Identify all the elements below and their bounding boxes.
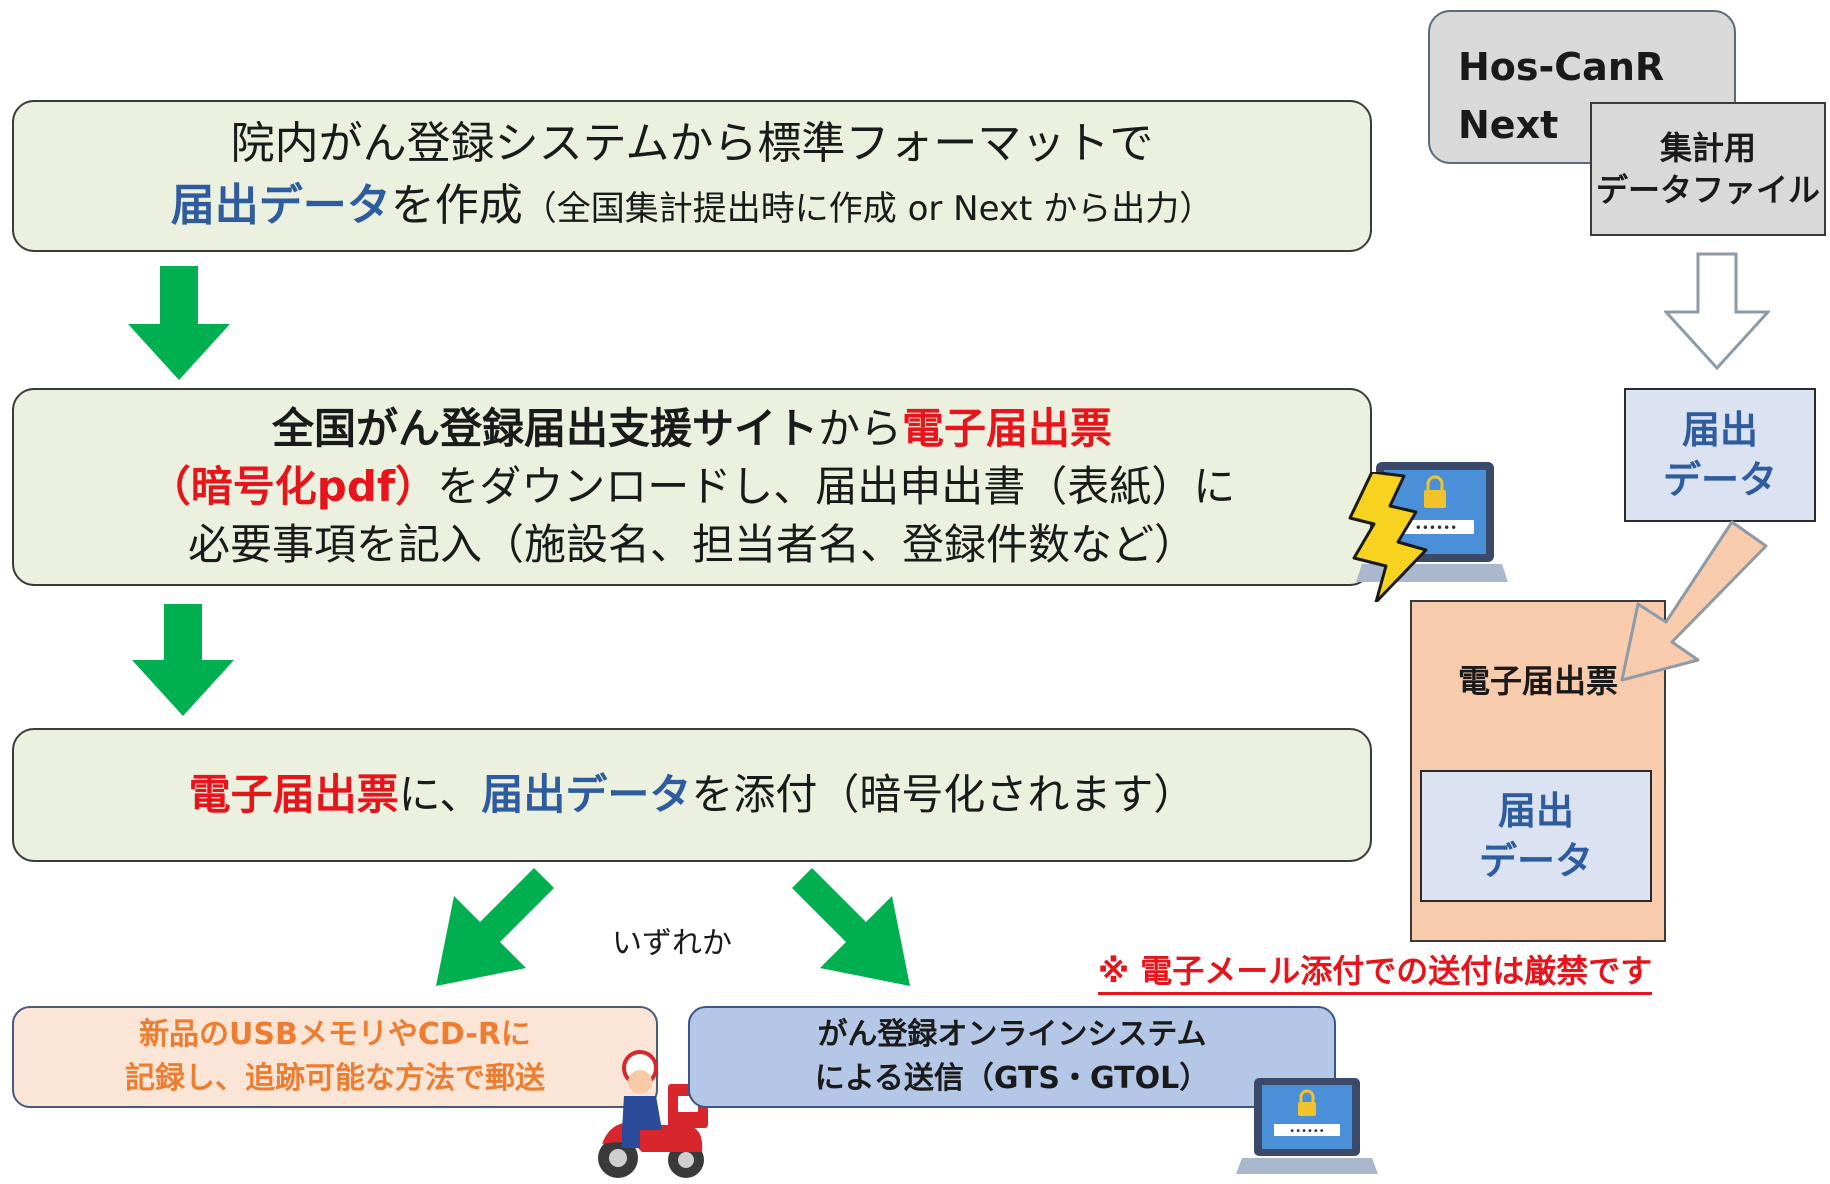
step-2-download-text: をダウンロードし、届出申出書（表紙）に	[437, 462, 1236, 511]
aggregation-data-file-box: 集計用 データファイル	[1590, 102, 1826, 236]
hos-canr-line-1: Hos-CanR	[1458, 45, 1665, 89]
down-arrow-outline-icon	[1664, 252, 1770, 370]
option-online-line-1: がん登録オンラインシステム	[817, 1017, 1207, 1052]
step-3-attach-text: を添付（暗号化されます）	[691, 770, 1196, 819]
hos-canr-box: Hos-CanR Next	[1428, 10, 1736, 164]
step-3-text: に、	[398, 770, 482, 819]
data-box-line-1: 届出	[1681, 408, 1758, 452]
mail-delivery-scooter-icon	[598, 1050, 708, 1178]
email-prohibited-warning: ※ 電子メール添付での送付は厳禁です	[1098, 946, 1653, 995]
electronic-form-emphasis: 電子届出票	[188, 770, 399, 819]
electronic-form-label: 電子届出票	[1457, 662, 1618, 700]
svg-text:••••••: ••••••	[1415, 521, 1457, 535]
option-online-box: がん登録オンラインシステム による送信（GTS・GTOL）	[688, 1006, 1336, 1108]
option-mail-line-2: 記録し、追跡可能な方法で郵送	[125, 1061, 545, 1096]
aggregation-file-line-2: データファイル	[1595, 171, 1820, 209]
hos-canr-line-2: Next	[1458, 103, 1559, 147]
step-1-box: 院内がん登録システムから標準フォーマットで 届出データを作成（全国集計提出時に作…	[12, 100, 1372, 252]
down-arrow-icon	[132, 604, 234, 716]
encrypted-pdf-emphasis: （暗号化pdf）	[148, 462, 438, 511]
data-box-line-2: データ	[1662, 458, 1777, 502]
step-1-line-2: 届出データを作成（全国集計提出時に作成 or Next から出力）	[171, 175, 1213, 240]
step-3-line: 電子届出票に、届出データを添付（暗号化されます）	[189, 766, 1196, 824]
electronic-form-emphasis: 電子届出票	[902, 404, 1113, 453]
down-arrow-icon	[128, 266, 230, 380]
attached-data-line-2: データ	[1478, 839, 1593, 883]
step-3-box: 電子届出票に、届出データを添付（暗号化されます）	[12, 728, 1372, 862]
down-left-arrow-icon	[436, 868, 554, 986]
electronic-form-box: 電子届出票 届出 データ	[1410, 600, 1666, 942]
step-2-line-2: （暗号化pdf）をダウンロードし、届出申出書（表紙）に	[149, 458, 1235, 516]
step-1-note: （全国集計提出時に作成 or Next から出力）	[522, 188, 1214, 229]
option-mail-line-1: 新品のUSBメモリやCD-Rに	[139, 1017, 531, 1052]
step-1-text: を作成	[390, 179, 523, 231]
option-online-line-2: による送信（GTS・GTOL）	[814, 1061, 1210, 1096]
attached-data-box: 届出 データ	[1420, 770, 1652, 902]
step-1-data-emphasis: 届出データ	[170, 179, 391, 231]
warning-text: ※ 電子メール添付での送付は厳禁です	[1098, 952, 1653, 995]
step-2-box: 全国がん登録届出支援サイトから電子届出票 （暗号化pdf）をダウンロードし、届出…	[12, 388, 1372, 586]
laptop-lock-icon: ••••••	[1236, 1078, 1378, 1174]
aggregation-file-line-1: 集計用	[1659, 129, 1756, 167]
step-2-text: から	[817, 404, 902, 453]
step-3-data-emphasis: 届出データ	[481, 770, 692, 819]
step-2-line-3: 必要事項を記入（施設名、担当者名、登録件数など）	[187, 520, 1196, 569]
lightning-icon	[1348, 472, 1428, 602]
step-2-line-1: 全国がん登録届出支援サイトから電子届出票	[272, 400, 1112, 458]
svg-text:••••••: ••••••	[1289, 1126, 1324, 1137]
down-right-arrow-icon	[792, 868, 910, 986]
option-mail-box: 新品のUSBメモリやCD-Rに 記録し、追跡可能な方法で郵送	[12, 1006, 658, 1108]
down-left-arrow-icon	[1620, 520, 1768, 682]
attached-data-line-1: 届出	[1497, 789, 1574, 833]
notification-data-box: 届出 データ	[1624, 388, 1816, 522]
step-1-line-1: 院内がん登録システムから標準フォーマットで	[230, 117, 1154, 169]
support-site-name: 全国がん登録届出支援サイト	[271, 404, 818, 453]
either-label: いずれか	[612, 926, 732, 961]
